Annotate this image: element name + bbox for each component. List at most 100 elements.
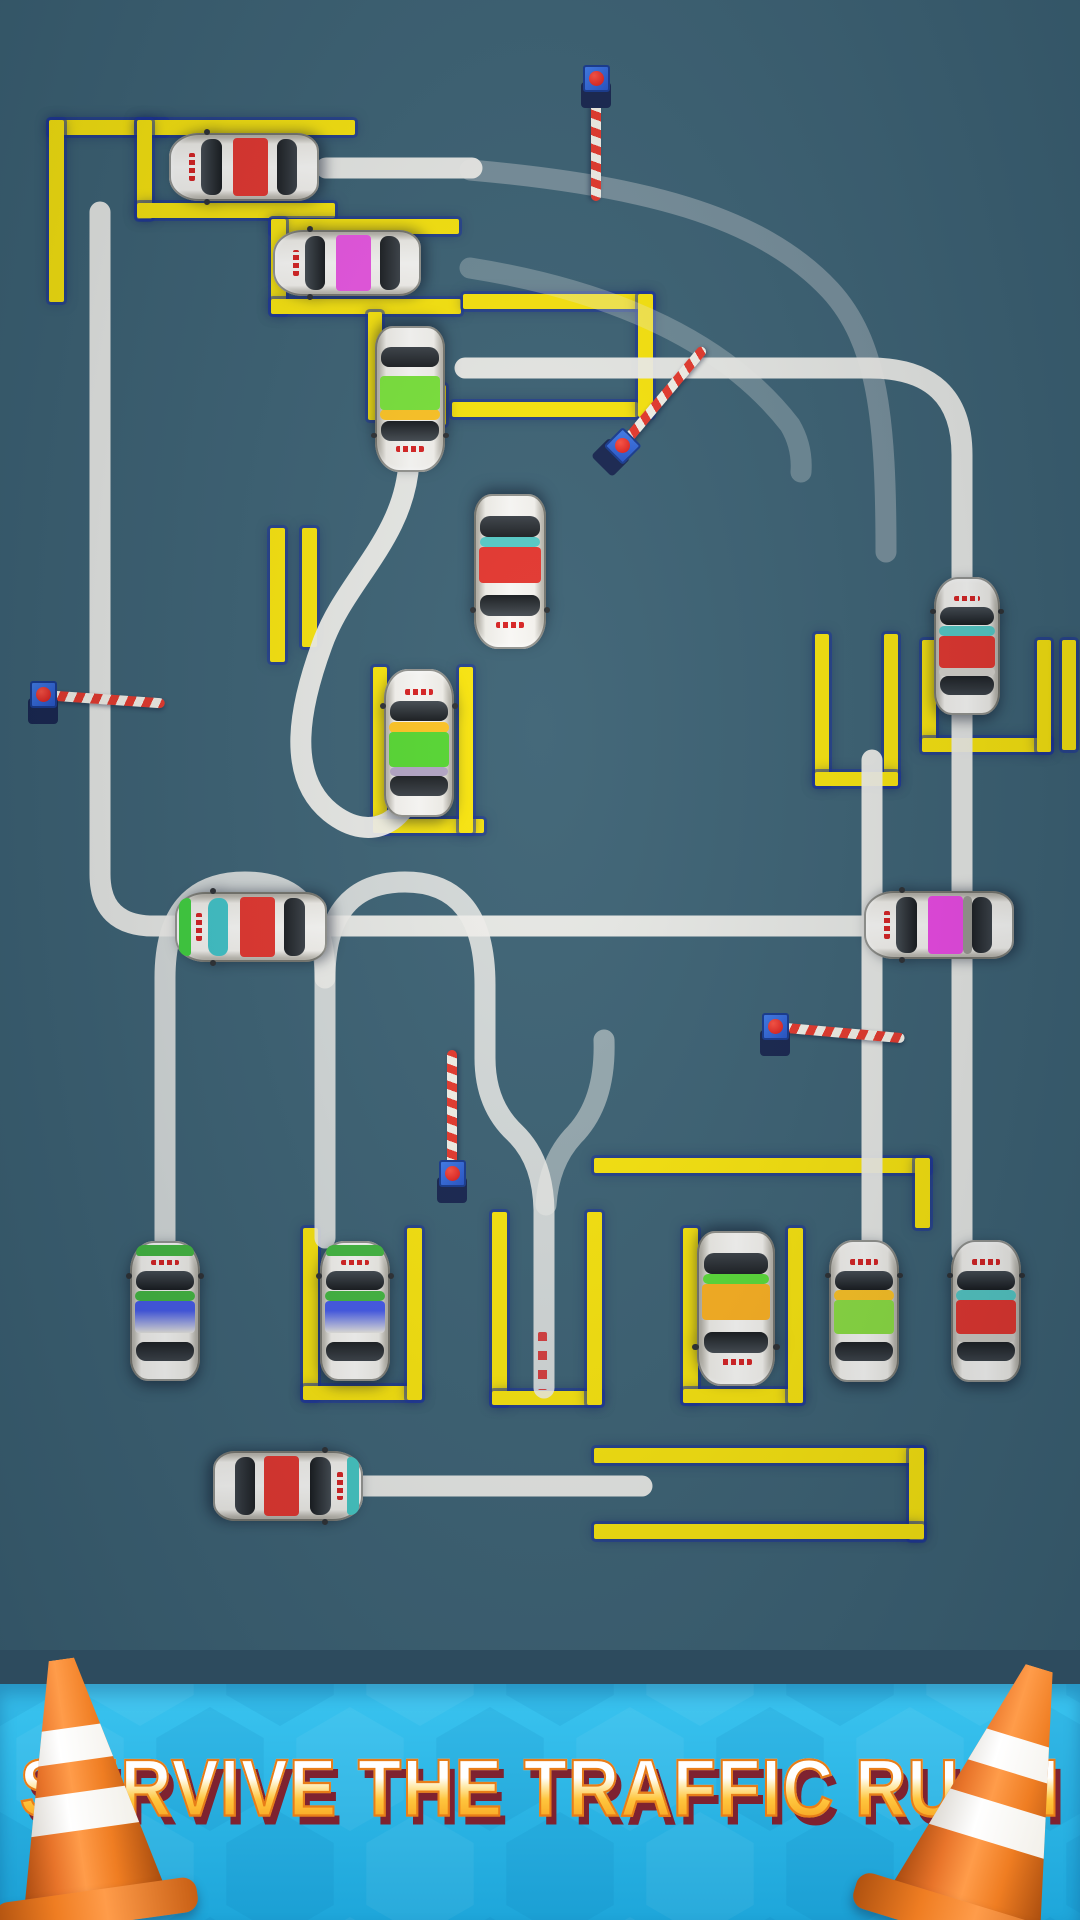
car-rear-window bbox=[972, 897, 993, 953]
parking-slot-bar bbox=[302, 528, 317, 647]
car-hood-band bbox=[347, 1457, 360, 1515]
banner-title-text: SURVIVE THE TRAFFIC RUSH bbox=[19, 1742, 1061, 1834]
car-8-magenta[interactable] bbox=[864, 886, 1014, 964]
car-hood-band bbox=[136, 1244, 194, 1256]
car-mirror-icon bbox=[946, 1272, 954, 1279]
parking-slot-bar bbox=[49, 120, 64, 302]
car-rear-band bbox=[479, 536, 541, 547]
parking-slot-bar bbox=[303, 1228, 318, 1400]
barrier-pivot-dot-icon bbox=[615, 438, 630, 453]
car-logo-icon bbox=[720, 1358, 752, 1365]
path-end-marker bbox=[538, 1332, 547, 1390]
car-accent-band bbox=[938, 625, 996, 637]
car-6-red[interactable] bbox=[930, 577, 1004, 715]
car-mirror-icon bbox=[451, 703, 459, 709]
car-mirror-icon bbox=[898, 956, 905, 964]
cone-stripe bbox=[912, 1780, 1072, 1864]
trail-path bbox=[89, 201, 949, 937]
car-windshield bbox=[136, 1271, 194, 1290]
hexagon-tile bbox=[366, 1812, 474, 1920]
parking-slot-bar bbox=[459, 667, 473, 833]
car-roof bbox=[927, 895, 963, 955]
parking-slot-bar bbox=[137, 120, 355, 135]
hexagon-tile bbox=[786, 1684, 894, 1726]
car-2-magenta[interactable] bbox=[273, 226, 421, 300]
parking-slot-bar bbox=[922, 640, 936, 742]
car-accent-band bbox=[389, 721, 449, 733]
car-3-green[interactable] bbox=[370, 326, 450, 472]
parking-slot-bar bbox=[587, 1212, 602, 1405]
car-13-red[interactable] bbox=[946, 1240, 1026, 1382]
car-logo-icon bbox=[341, 1259, 369, 1266]
car-rear-band bbox=[389, 766, 449, 776]
car-mirror-icon bbox=[998, 608, 1004, 615]
car-11-orange[interactable] bbox=[692, 1230, 780, 1386]
car-10-blue[interactable] bbox=[315, 1241, 395, 1381]
hexagon-tile bbox=[1066, 1835, 1080, 1913]
car-roof bbox=[232, 137, 268, 197]
car-rear-window bbox=[277, 139, 298, 195]
car-windshield bbox=[957, 1270, 1015, 1290]
hexagon-tile bbox=[344, 1917, 356, 1920]
car-accent-band bbox=[135, 1290, 195, 1302]
hexagon-tile bbox=[1044, 1917, 1056, 1920]
parking-slot-bar bbox=[594, 1158, 930, 1173]
parking-slot-bar bbox=[1037, 640, 1051, 752]
cone-stripe bbox=[1, 1718, 145, 1771]
hexagon-tile bbox=[506, 1812, 614, 1920]
trail-path bbox=[535, 1029, 615, 1216]
car-5-green[interactable] bbox=[379, 669, 459, 817]
car-roof bbox=[955, 1300, 1017, 1334]
car-mirror-icon bbox=[824, 1272, 832, 1279]
car-rear-window bbox=[835, 1342, 893, 1362]
car-accent-band bbox=[834, 1290, 894, 1302]
car-rear-window bbox=[234, 1457, 255, 1515]
barrier-pole-icon bbox=[447, 1050, 457, 1174]
hexagon-tile bbox=[576, 1707, 684, 1831]
car-hood-band bbox=[178, 898, 191, 956]
car-logo-icon bbox=[292, 249, 299, 277]
parking-slot-bar bbox=[1062, 640, 1076, 750]
car-mirror-icon bbox=[307, 294, 313, 300]
car-rear-band bbox=[963, 896, 972, 954]
parking-slot-bar bbox=[452, 402, 638, 417]
parking-slot-bar bbox=[137, 203, 335, 218]
car-mirror-icon bbox=[315, 1273, 323, 1279]
parking-slot-bar bbox=[137, 120, 152, 219]
parking-slot-bar bbox=[271, 299, 461, 314]
car-windshield bbox=[390, 700, 448, 721]
car-rear-band bbox=[939, 668, 995, 677]
parking-slot-bar bbox=[788, 1228, 803, 1403]
barrier-pivot-dot-icon bbox=[445, 1166, 460, 1181]
banner-title-shadow: SURVIVE THE TRAFFIC RUSH bbox=[6, 1751, 1080, 1843]
parking-slot-bar bbox=[815, 634, 829, 786]
cone-body bbox=[0, 1649, 164, 1905]
car-4-red[interactable] bbox=[469, 493, 551, 649]
banner-top-strip bbox=[0, 1650, 1080, 1684]
trail-path bbox=[290, 451, 429, 838]
car-logo-icon bbox=[336, 1472, 343, 1500]
car-roof bbox=[479, 546, 541, 583]
car-12-green[interactable] bbox=[824, 1240, 904, 1382]
car-mirror-icon bbox=[203, 198, 210, 206]
car-mirror-icon bbox=[896, 1272, 904, 1279]
car-1-red[interactable] bbox=[169, 128, 319, 206]
car-rear-window bbox=[326, 1341, 384, 1361]
trail-path bbox=[459, 257, 812, 483]
hexagon-tile bbox=[716, 1707, 824, 1831]
car-windshield bbox=[480, 594, 540, 616]
car-14-red[interactable] bbox=[213, 1446, 363, 1526]
trail-path bbox=[459, 159, 897, 563]
car-windshield bbox=[704, 1331, 768, 1353]
car-rear-window bbox=[704, 1252, 768, 1274]
car-rear-window bbox=[390, 775, 448, 796]
parking-slot-bar bbox=[683, 1389, 803, 1403]
barrier-pivot-dot-icon bbox=[768, 1019, 783, 1034]
car-logo-icon bbox=[195, 913, 202, 941]
car-7-teal-red[interactable] bbox=[175, 887, 327, 967]
car-logo-icon bbox=[396, 446, 424, 453]
parking-slot-bar bbox=[270, 528, 285, 662]
car-9-blue[interactable] bbox=[125, 1241, 205, 1381]
